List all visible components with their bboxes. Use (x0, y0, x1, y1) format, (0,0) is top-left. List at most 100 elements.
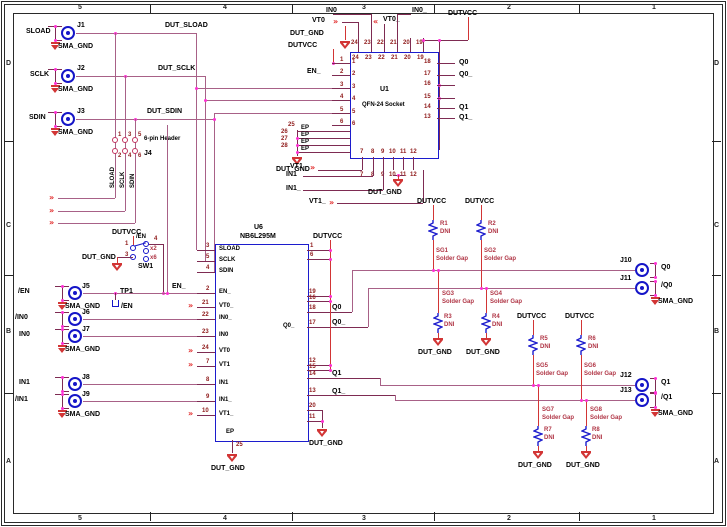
junction-dot (54, 82, 57, 85)
wire (307, 259, 330, 260)
refdes-j3: J3 (77, 108, 85, 115)
pin-number: 28 (281, 143, 288, 149)
zone-col: 4 (223, 4, 227, 11)
pin-number: 21 (391, 55, 398, 61)
header-net-label: SLOAD (110, 167, 116, 188)
switch-pin[interactable] (143, 256, 149, 262)
wire (650, 295, 656, 296)
wire (214, 113, 215, 272)
pin-number: 25 (236, 442, 243, 448)
wire (437, 108, 455, 109)
pin-number: 2 (340, 69, 344, 75)
header-pin[interactable] (122, 137, 128, 143)
power-label: DUT_GND (418, 349, 452, 356)
refdes-j5: J5 (82, 283, 90, 290)
ground-label: SMA_GND (65, 303, 101, 310)
resistor-symbol-r8[interactable] (581, 426, 591, 446)
power-lead (345, 26, 346, 40)
junction-dot (654, 280, 657, 283)
refdes-sw1: SW1 (138, 263, 154, 270)
sma-ground-symbol (51, 85, 60, 93)
dni-label: DNI (492, 322, 503, 328)
pin-name-ep: EP (226, 429, 235, 435)
resistor-symbol-r1[interactable] (428, 220, 438, 240)
pin-number: 7 (360, 172, 364, 178)
sma-center-pin (73, 382, 77, 386)
solder-gap-ref: SG1 (436, 248, 449, 254)
resistor-symbol-r3[interactable] (433, 313, 443, 333)
junction-dot (532, 384, 535, 387)
switch-pin[interactable] (143, 248, 149, 254)
resistor-symbol-r5[interactable] (528, 335, 538, 355)
junction-dot (61, 285, 64, 288)
net-label-sload: SLOAD (26, 28, 51, 35)
wire (149, 244, 163, 245)
power-lead (468, 17, 469, 40)
refdes-j8: J8 (82, 374, 90, 381)
wire (395, 395, 396, 400)
switch-pin[interactable] (130, 245, 136, 251)
wire (197, 261, 215, 262)
component-u6[interactable] (215, 244, 309, 442)
wire (55, 40, 62, 41)
wire (437, 98, 455, 99)
wire (197, 336, 215, 337)
power-lead (538, 446, 539, 451)
sma-center-pin (66, 31, 70, 35)
solder-gap-ref: SG2 (484, 248, 497, 254)
resistor-symbol-r7[interactable] (533, 426, 543, 446)
resistor-symbol-r6[interactable] (576, 335, 586, 355)
header-pin[interactable] (122, 148, 128, 154)
solder-gap-ref: SG7 (542, 407, 555, 413)
pin-number: 6 (340, 119, 344, 125)
pin-number: 20 (403, 40, 410, 46)
wire (332, 100, 350, 101)
pin-name-q0b: Q0_ (283, 323, 295, 329)
ground-symbol (433, 338, 443, 347)
junction-dot (580, 399, 583, 402)
wire (437, 75, 455, 76)
power-lead (533, 320, 534, 335)
zone-col: 4 (223, 515, 227, 522)
wire (380, 385, 635, 386)
dni-label: DNI (440, 229, 451, 235)
junction-dot (480, 287, 483, 290)
zone-col: 1 (652, 4, 656, 11)
solder-gap-label: Solder Gap (584, 371, 617, 377)
resistor-symbol-r2[interactable] (476, 220, 486, 240)
power-lead (398, 175, 399, 179)
net-label-dut-sdin: DUT_SDIN (147, 108, 183, 115)
net-label-en-l: /EN (121, 303, 133, 310)
header-pin[interactable] (132, 148, 138, 154)
wire (362, 157, 363, 170)
offpage-arrow-icon: » (188, 409, 194, 418)
resistor-symbol-r4[interactable] (481, 313, 491, 333)
header-pin[interactable] (132, 137, 138, 143)
header-pin[interactable] (112, 148, 118, 154)
header-pin[interactable] (112, 137, 118, 143)
wire (393, 157, 394, 170)
power-lead (533, 355, 534, 385)
component-u1[interactable] (350, 52, 439, 159)
wire (307, 410, 322, 411)
dni-label: DNI (588, 344, 599, 350)
pin-number: 17 (309, 320, 316, 326)
refdes-j9: J9 (82, 391, 90, 398)
wire (307, 378, 380, 379)
ground-symbol (481, 338, 491, 347)
net-label-vt0: VT0 (312, 17, 325, 24)
testpoint-tp1[interactable] (112, 300, 119, 307)
wire (62, 312, 63, 327)
pin-name-ep: EP (301, 125, 310, 131)
net-label-q0b: Q0_ (332, 319, 346, 326)
ground-symbol (112, 263, 122, 272)
junction-dot (329, 300, 332, 303)
wire (384, 24, 385, 38)
sma-ground-symbol (651, 409, 660, 417)
pin-number: 6 (310, 252, 314, 258)
pin-number: 6 (138, 153, 142, 159)
offpage-arrow-icon: » (49, 193, 55, 202)
wire (197, 366, 215, 367)
junction-dot (654, 262, 657, 265)
pin-number: 19 (309, 289, 316, 295)
